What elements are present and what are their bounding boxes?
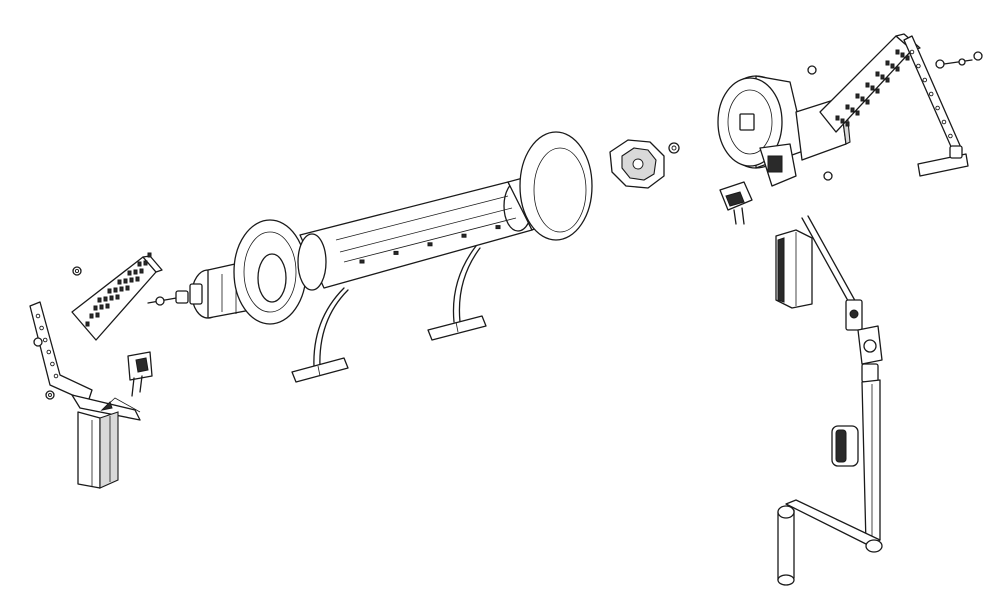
tube-rivet: [495, 225, 501, 230]
perforation-hole: [97, 297, 102, 303]
perforation-hole: [123, 278, 128, 284]
perforation-hole: [109, 295, 114, 301]
strap-hole: [53, 373, 59, 379]
perforation-hole: [93, 305, 98, 311]
wall-channel-guide: [775, 229, 813, 309]
perforation-hole: [855, 110, 860, 116]
perforation-hole: [115, 294, 120, 300]
perforation-hole: [895, 66, 900, 72]
drive-adapter-pin: [147, 290, 189, 306]
right-mounting-bracket: [819, 33, 969, 177]
perforation-hole: [895, 49, 900, 55]
tube-rivet: [393, 250, 399, 255]
strap-hole: [941, 119, 947, 125]
perforation-hole: [860, 96, 865, 102]
hanging-strap-left: [291, 287, 349, 383]
perforation-hole: [865, 99, 870, 105]
strap-hole: [909, 49, 915, 55]
perforation-hole: [137, 261, 142, 267]
strap-hole: [916, 63, 921, 69]
perforation-hole: [135, 276, 140, 282]
crank-rod-upper: [801, 215, 863, 331]
perforation-hole: [845, 121, 850, 127]
crank-hook-clip: [719, 181, 753, 225]
end-cap-disc-left: [233, 219, 307, 325]
perforation-hole: [890, 63, 895, 69]
perforation-hole: [845, 104, 850, 110]
perforation-hole: [113, 287, 118, 293]
strap-hole: [39, 325, 44, 331]
gearbox-nut: [807, 65, 833, 181]
perforation-hole: [143, 260, 148, 266]
tube-rivet: [427, 242, 433, 247]
perforation-hole: [855, 93, 860, 99]
perforation-hole: [880, 74, 885, 80]
crank-holder-clip: [831, 425, 859, 467]
perforation-hole: [125, 285, 130, 291]
perforation-hole: [840, 118, 845, 124]
perforation-hole: [105, 303, 110, 309]
perforation-hole: [875, 71, 880, 77]
perforation-hole: [89, 313, 94, 319]
gearbox-housing: [717, 75, 807, 187]
strap-hole: [46, 349, 52, 355]
roller-tube: [297, 180, 533, 291]
perforation-hole: [139, 268, 144, 274]
tube-rivet: [461, 233, 467, 238]
adapter-nut: [668, 142, 680, 154]
perforation-hole: [117, 279, 122, 285]
perforation-hole: [129, 277, 134, 283]
perforation-hole: [905, 55, 910, 61]
perforation-hole: [835, 115, 840, 121]
perforation-hole: [850, 107, 855, 113]
perforation-hole: [870, 85, 875, 91]
perforation-hole: [85, 321, 90, 327]
crank-rod-lower: [861, 379, 881, 545]
perforation-hole: [865, 82, 870, 88]
universal-joint: [857, 325, 883, 383]
perforation-hole: [95, 312, 100, 318]
perforation-hole: [133, 269, 138, 275]
perforation-hole: [147, 252, 152, 258]
end-cap-disc-right: [519, 131, 593, 241]
perforation-hole: [885, 60, 890, 66]
perforation-hole: [885, 77, 890, 83]
right-bolt-washer: [935, 51, 983, 69]
perforation-hole: [103, 296, 108, 302]
strap-hole: [922, 77, 928, 83]
left-bolt-washer: [33, 337, 55, 400]
strap-hole: [928, 91, 934, 97]
crank-handle-grip: [777, 505, 795, 586]
strap-hole: [50, 361, 55, 367]
perforation-hole: [99, 304, 104, 310]
strap-hole: [35, 313, 41, 319]
perforation-hole: [127, 270, 132, 276]
perforation-hole: [119, 286, 124, 292]
strap-hole: [935, 105, 940, 111]
crank-handle-arm: [785, 499, 883, 553]
octagonal-drive-adapter: [609, 139, 665, 189]
left-crank-clip: [127, 351, 153, 397]
left-small-fastener-nut: [72, 266, 82, 276]
hanging-strap-right: [427, 245, 487, 341]
perforation-hole: [875, 88, 880, 94]
perforation-hole: [107, 288, 112, 294]
strap-hole: [948, 133, 953, 139]
strap-hole: [42, 337, 48, 343]
left-mounting-bracket: [29, 252, 163, 489]
perforation-hole: [900, 52, 905, 58]
tube-rivet: [359, 259, 365, 264]
